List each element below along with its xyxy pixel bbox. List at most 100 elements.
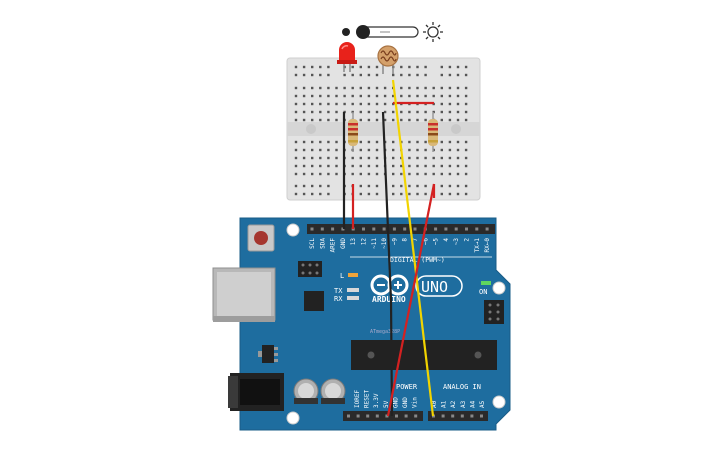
breadboard-hole[interactable] [375, 140, 379, 144]
breadboard-hole[interactable] [440, 102, 443, 106]
breadboard-hole[interactable] [440, 86, 443, 90]
breadboard-hole[interactable] [400, 94, 403, 98]
breadboard-hole[interactable] [383, 94, 387, 98]
breadboard-hole[interactable] [294, 110, 298, 114]
breadboard-hole[interactable] [408, 86, 411, 90]
breadboard-hole[interactable] [343, 102, 346, 106]
breadboard-hole[interactable] [424, 148, 427, 152]
analog-pin[interactable] [480, 414, 483, 418]
slider-thumb[interactable] [356, 25, 370, 39]
digital-pin[interactable] [454, 227, 458, 231]
power-pin[interactable] [347, 414, 350, 418]
breadboard-hole[interactable] [311, 156, 314, 160]
breadboard-hole[interactable] [408, 172, 411, 176]
breadboard-hole[interactable] [311, 102, 314, 106]
breadboard-hole[interactable] [375, 110, 379, 114]
breadboard-hole[interactable] [448, 156, 452, 160]
breadboard-hole[interactable] [375, 184, 379, 188]
breadboard-hole[interactable] [440, 184, 443, 188]
breadboard-hole[interactable] [375, 94, 379, 98]
breadboard-hole[interactable] [294, 192, 298, 196]
breadboard-hole[interactable] [294, 148, 298, 152]
breadboard-hole[interactable] [448, 73, 452, 77]
breadboard-hole[interactable] [383, 110, 387, 114]
breadboard-hole[interactable] [424, 140, 427, 144]
breadboard-hole[interactable] [448, 118, 452, 122]
breadboard-hole[interactable] [302, 140, 306, 144]
breadboard-hole[interactable] [456, 110, 460, 114]
breadboard-hole[interactable] [448, 65, 452, 69]
breadboard-hole[interactable] [359, 118, 362, 122]
breadboard-hole[interactable] [464, 140, 468, 144]
breadboard-hole[interactable] [400, 118, 403, 122]
light-level-slider[interactable] [342, 22, 443, 42]
breadboard-hole[interactable] [302, 184, 306, 188]
breadboard-hole[interactable] [392, 184, 395, 188]
breadboard-hole[interactable] [367, 86, 371, 90]
digital-pin[interactable] [331, 227, 335, 231]
breadboard-hole[interactable] [327, 65, 330, 69]
breadboard-hole[interactable] [456, 86, 460, 90]
breadboard-hole[interactable] [375, 172, 379, 176]
breadboard-hole[interactable] [464, 164, 468, 168]
breadboard-hole[interactable] [456, 172, 460, 176]
power-pin[interactable] [385, 414, 389, 418]
breadboard-hole[interactable] [302, 148, 306, 152]
breadboard-hole[interactable] [359, 192, 362, 196]
breadboard-hole[interactable] [400, 110, 403, 114]
breadboard-hole[interactable] [375, 164, 379, 168]
power-pin[interactable] [404, 414, 408, 418]
breadboard-hole[interactable] [400, 172, 403, 176]
breadboard-hole[interactable] [367, 140, 371, 144]
breadboard-hole[interactable] [335, 156, 338, 160]
breadboard-hole[interactable] [343, 86, 346, 90]
breadboard-hole[interactable] [327, 164, 330, 168]
breadboard-hole[interactable] [319, 94, 322, 98]
breadboard-hole[interactable] [400, 164, 403, 168]
breadboard-hole[interactable] [448, 110, 452, 114]
breadboard-hole[interactable] [302, 164, 306, 168]
breadboard-hole[interactable] [424, 94, 427, 98]
breadboard-hole[interactable] [383, 118, 387, 122]
digital-pins[interactable] [310, 227, 489, 231]
breadboard-hole[interactable] [294, 140, 298, 144]
breadboard-hole[interactable] [456, 118, 460, 122]
breadboard-hole[interactable] [294, 65, 298, 69]
breadboard-hole[interactable] [424, 164, 427, 168]
breadboard-hole[interactable] [375, 102, 379, 106]
breadboard-hole[interactable] [319, 184, 322, 188]
breadboard-hole[interactable] [432, 94, 435, 98]
breadboard-hole[interactable] [424, 65, 427, 69]
breadboard-hole[interactable] [327, 148, 330, 152]
breadboard-hole[interactable] [311, 148, 314, 152]
breadboard-hole[interactable] [424, 118, 427, 122]
digital-pin[interactable] [392, 227, 396, 231]
breadboard-hole[interactable] [311, 73, 314, 77]
breadboard-hole[interactable] [367, 110, 371, 114]
analog-pin[interactable] [460, 414, 464, 418]
breadboard-hole[interactable] [335, 110, 338, 114]
breadboard-hole[interactable] [367, 102, 371, 106]
breadboard-hole[interactable] [424, 156, 427, 160]
power-pin[interactable] [375, 414, 379, 418]
breadboard-hole[interactable] [294, 164, 298, 168]
digital-pin[interactable] [475, 227, 479, 231]
breadboard-hole[interactable] [392, 192, 395, 196]
breadboard-hole[interactable] [335, 102, 338, 106]
breadboard-hole[interactable] [456, 148, 460, 152]
breadboard-hole[interactable] [311, 140, 314, 144]
breadboard-hole[interactable] [440, 118, 443, 122]
breadboard-hole[interactable] [416, 118, 419, 122]
breadboard-hole[interactable] [327, 94, 330, 98]
breadboard-hole[interactable] [440, 110, 443, 114]
breadboard-hole[interactable] [424, 172, 427, 176]
breadboard-hole[interactable] [432, 164, 435, 168]
breadboard-hole[interactable] [392, 172, 395, 176]
breadboard-hole[interactable] [351, 65, 354, 69]
breadboard-hole[interactable] [367, 192, 371, 196]
breadboard-hole[interactable] [302, 94, 306, 98]
breadboard-hole[interactable] [448, 102, 452, 106]
yellow-wire[interactable] [391, 79, 435, 417]
breadboard-hole[interactable] [335, 94, 338, 98]
